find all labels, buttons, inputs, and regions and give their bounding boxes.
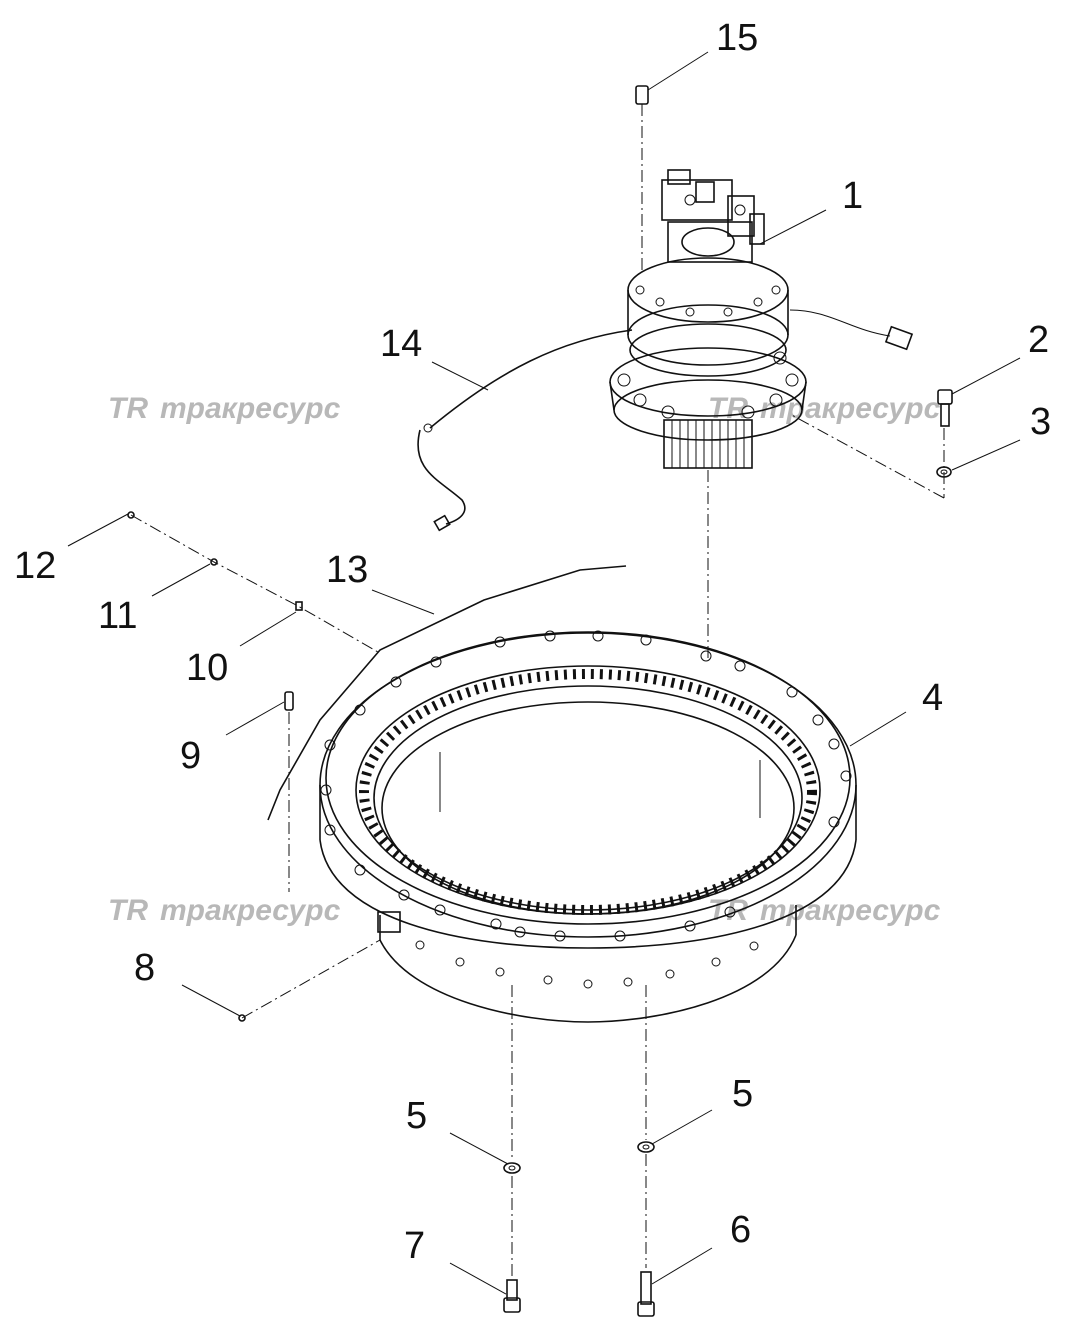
- part-14-hose: [417, 329, 633, 532]
- watermark-text: тракресурс: [760, 392, 941, 425]
- watermark-top-right: TR тракресурс: [708, 392, 941, 425]
- part-7-bolt: [503, 1279, 521, 1313]
- part-8-nipple: [238, 1014, 246, 1022]
- callout-14: 14: [380, 323, 422, 365]
- axis-line-8: [241, 939, 381, 1019]
- callout-10: 10: [186, 647, 228, 689]
- watermark-text: тракресурс: [760, 894, 941, 927]
- part-6-bolt: [637, 1271, 655, 1317]
- callout-7: 7: [404, 1225, 425, 1267]
- axis-line-10-12: [130, 514, 379, 653]
- callout-12: 12: [14, 545, 56, 587]
- watermark-bottom-left: TR тракресурс: [108, 894, 341, 927]
- callout-15: 15: [716, 17, 758, 59]
- callout-11: 11: [98, 595, 137, 637]
- callouts: 15 1 2 3 14 12 13 11 10 4 9 8 5 5 6 7: [14, 17, 1051, 1267]
- leader-lines: [67, 51, 1021, 1295]
- watermark-text: тракресурс: [160, 894, 341, 927]
- callout-3: 3: [1030, 401, 1051, 443]
- part-9-pin: [284, 691, 294, 711]
- watermark-bottom-right: TR тракресурс: [708, 894, 941, 927]
- part-5-washer-right: [637, 1141, 655, 1153]
- part-1-swing-motor: [609, 169, 914, 469]
- callout-4: 4: [922, 677, 943, 719]
- part-2-bolt: [937, 389, 953, 427]
- part-11-fitting: [210, 558, 218, 566]
- callout-1: 1: [842, 175, 863, 217]
- part-10-fitting: [295, 601, 303, 611]
- part-4-ring-gear: [319, 630, 857, 1023]
- callout-13: 13: [326, 549, 368, 591]
- watermark-top-left: TR тракресурс: [108, 392, 341, 425]
- watermark-logo: TR: [108, 392, 148, 425]
- callout-6: 6: [730, 1209, 751, 1251]
- watermark-text: тракресурс: [160, 392, 341, 425]
- part-5-washer-left: [503, 1162, 521, 1174]
- callout-5-left: 5: [406, 1095, 427, 1137]
- watermark-logo: TR: [108, 894, 148, 927]
- callout-9: 9: [180, 735, 201, 777]
- callout-5-right: 5: [732, 1073, 753, 1115]
- axis-line-2-to-motor: [789, 413, 945, 499]
- part-12-fitting: [127, 511, 135, 519]
- watermark-logo: TR: [708, 894, 748, 927]
- part-15-bolt: [635, 85, 649, 105]
- part-13-pipe: [267, 565, 627, 821]
- callout-8: 8: [134, 947, 155, 989]
- callout-2: 2: [1028, 319, 1049, 361]
